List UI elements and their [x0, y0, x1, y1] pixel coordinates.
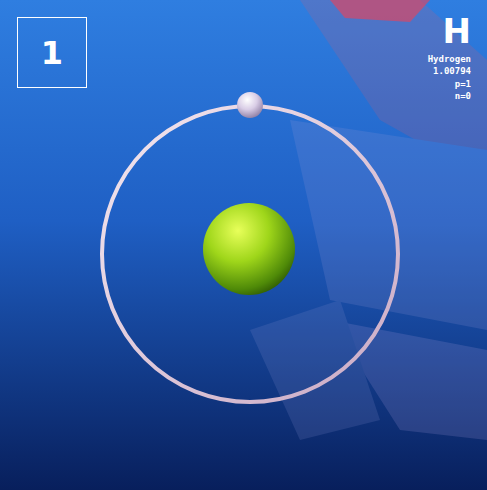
atomic-number-box: 1 — [17, 17, 87, 88]
orbit-ring — [102, 106, 398, 402]
red-fringe — [330, 0, 430, 22]
electron — [237, 92, 263, 118]
element-name: Hydrogen — [428, 54, 471, 65]
faint-shapes — [250, 0, 487, 440]
atomic-mass: 1.00794 — [428, 66, 471, 77]
neutron-count: n=0 — [428, 91, 471, 102]
element-symbol: H — [428, 14, 471, 48]
label-column: H Hydrogen1.00794 p=1n=0 — [428, 14, 471, 103]
atomic-number: 1 — [41, 37, 63, 69]
proton-count: p=1 — [428, 79, 471, 90]
nucleus — [203, 203, 295, 295]
